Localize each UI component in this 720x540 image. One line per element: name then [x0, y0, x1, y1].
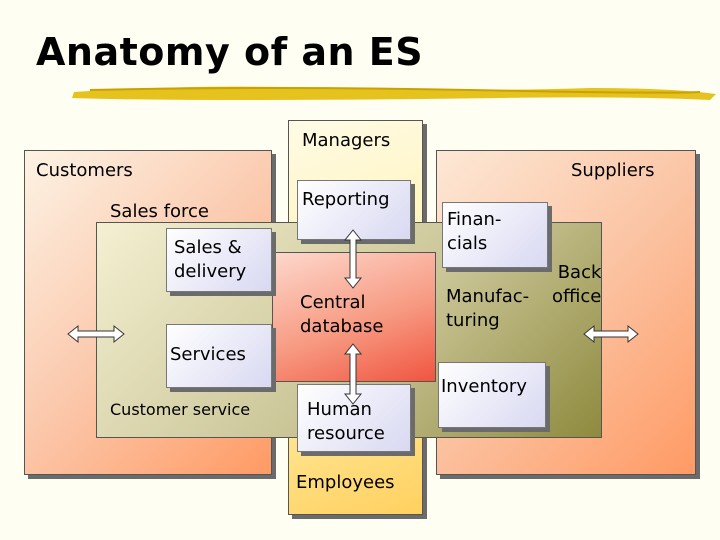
arrow-reporting-central — [343, 229, 363, 289]
human-resource-label: Human resource — [307, 399, 385, 444]
services-label: Services — [170, 344, 246, 365]
reporting-box — [297, 180, 411, 240]
services-box — [166, 324, 272, 388]
employees-label: Employees — [296, 472, 395, 493]
inventory-label: Inventory — [441, 376, 527, 397]
arrow-customers-link — [67, 324, 125, 344]
sales-force-label: Sales force — [110, 201, 209, 222]
page-title: Anatomy of an ES — [36, 30, 424, 74]
reporting-label: Reporting — [302, 189, 390, 210]
central-database-label: Central database — [300, 292, 384, 337]
customers-label: Customers — [36, 160, 133, 181]
arrow-central-human — [343, 343, 363, 405]
back-office-label: Back office — [552, 262, 602, 307]
inventory-box — [438, 362, 546, 428]
financials-box — [442, 202, 548, 268]
arrow-suppliers-link — [583, 324, 639, 344]
title-underline-brush — [72, 86, 716, 100]
manufacturing-label: Manufac- turing — [446, 286, 530, 331]
sales-delivery-label: Sales & delivery — [174, 237, 247, 282]
suppliers-label: Suppliers — [571, 160, 655, 181]
customer-service-label: Customer service — [110, 400, 251, 419]
managers-label: Managers — [302, 130, 391, 151]
sales-delivery-box — [166, 228, 272, 292]
financials-label: Finan- cials — [447, 209, 502, 254]
